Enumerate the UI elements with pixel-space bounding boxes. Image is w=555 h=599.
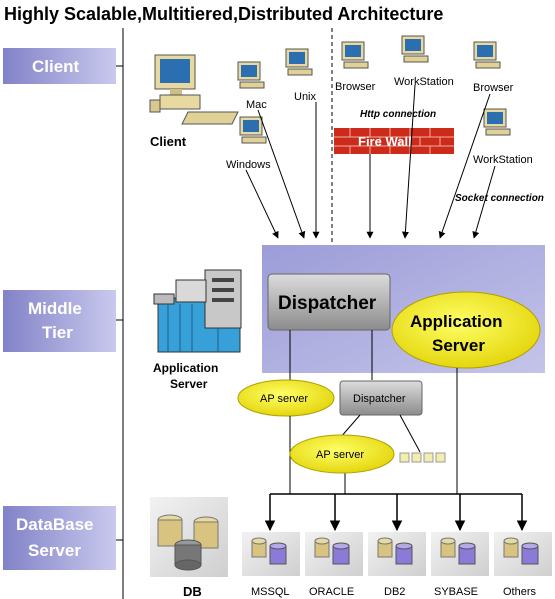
socket-connection-label: Socket connection bbox=[455, 193, 544, 204]
tier-database-label-line2: Server bbox=[28, 541, 81, 560]
db-tile-mssql bbox=[242, 532, 300, 576]
application-server-label-line1: Application bbox=[410, 312, 503, 331]
ap-server-label-2: AP server bbox=[316, 449, 364, 461]
database-bus bbox=[264, 493, 528, 532]
dispatcher-small-box bbox=[339, 380, 423, 416]
firewall-label: Fire Wall bbox=[358, 134, 412, 149]
http-connection-label: Http connection bbox=[360, 109, 436, 120]
windows-label: Windows bbox=[226, 159, 271, 171]
database-main-label: DB bbox=[183, 584, 202, 599]
browser-label-2: Browser bbox=[473, 82, 514, 94]
workstation-label-1: WorkStation bbox=[394, 76, 454, 88]
db-label-others: Others bbox=[503, 586, 537, 598]
workstation-computer-icon bbox=[401, 35, 429, 63]
unix-label: Unix bbox=[294, 91, 317, 103]
db-tile-db2 bbox=[368, 532, 426, 576]
browser-computer-icon-2 bbox=[473, 41, 501, 69]
tier-database: DataBase Server bbox=[3, 506, 123, 570]
windows-computer-icon bbox=[239, 116, 267, 144]
client-main-label: Client bbox=[150, 134, 187, 149]
ap-server-ellipse-2 bbox=[289, 434, 395, 474]
tier-database-label-line1: DataBase bbox=[16, 515, 94, 534]
db-label-oracle: ORACLE bbox=[309, 586, 354, 598]
tier-middle-label-line2: Tier bbox=[42, 323, 73, 342]
firewall-icon bbox=[334, 128, 454, 154]
tier-middle: Middle Tier bbox=[3, 290, 123, 352]
dispatcher-main-box bbox=[267, 273, 391, 331]
middle-connectors bbox=[289, 330, 458, 494]
browser-computer-icon bbox=[341, 41, 369, 69]
tier-client: Client bbox=[3, 48, 123, 84]
tier-middle-label-line1: Middle bbox=[28, 299, 82, 318]
page-title: Highly Scalable,Multitiered,Distributed … bbox=[4, 4, 443, 24]
db-tile-sybase bbox=[431, 532, 489, 576]
machine-label-line2: Server bbox=[170, 377, 208, 391]
dispatcher-main-label: Dispatcher bbox=[278, 293, 377, 314]
db-tile-oracle bbox=[305, 532, 363, 576]
client-workstation-icon bbox=[149, 54, 239, 125]
ap-server-label-1: AP server bbox=[260, 393, 308, 405]
unix-computer-icon bbox=[285, 48, 313, 76]
ap-server-ellipse-1 bbox=[237, 379, 335, 417]
application-server-ellipse bbox=[391, 291, 541, 369]
workstation-computer-icon-2 bbox=[483, 108, 511, 136]
mac-label: Mac bbox=[246, 99, 267, 111]
tier-client-label: Client bbox=[32, 57, 80, 76]
client-arrows bbox=[245, 84, 496, 239]
application-server-label-line2: Server bbox=[432, 336, 485, 355]
more-servers-squares bbox=[399, 452, 446, 463]
db-label-db2: DB2 bbox=[384, 586, 405, 598]
db-label-mssql: MSSQL bbox=[251, 586, 290, 598]
db-tile-others bbox=[494, 532, 552, 576]
database-main-icon bbox=[150, 497, 228, 577]
dispatcher-small-label: Dispatcher bbox=[353, 393, 406, 405]
application-server-machine-icon bbox=[153, 269, 242, 353]
db-label-sybase: SYBASE bbox=[434, 586, 478, 598]
mac-computer-icon bbox=[237, 61, 265, 89]
machine-label-line1: Application bbox=[153, 361, 218, 375]
browser-label-1: Browser bbox=[335, 81, 376, 93]
workstation-label-2: WorkStation bbox=[473, 154, 533, 166]
